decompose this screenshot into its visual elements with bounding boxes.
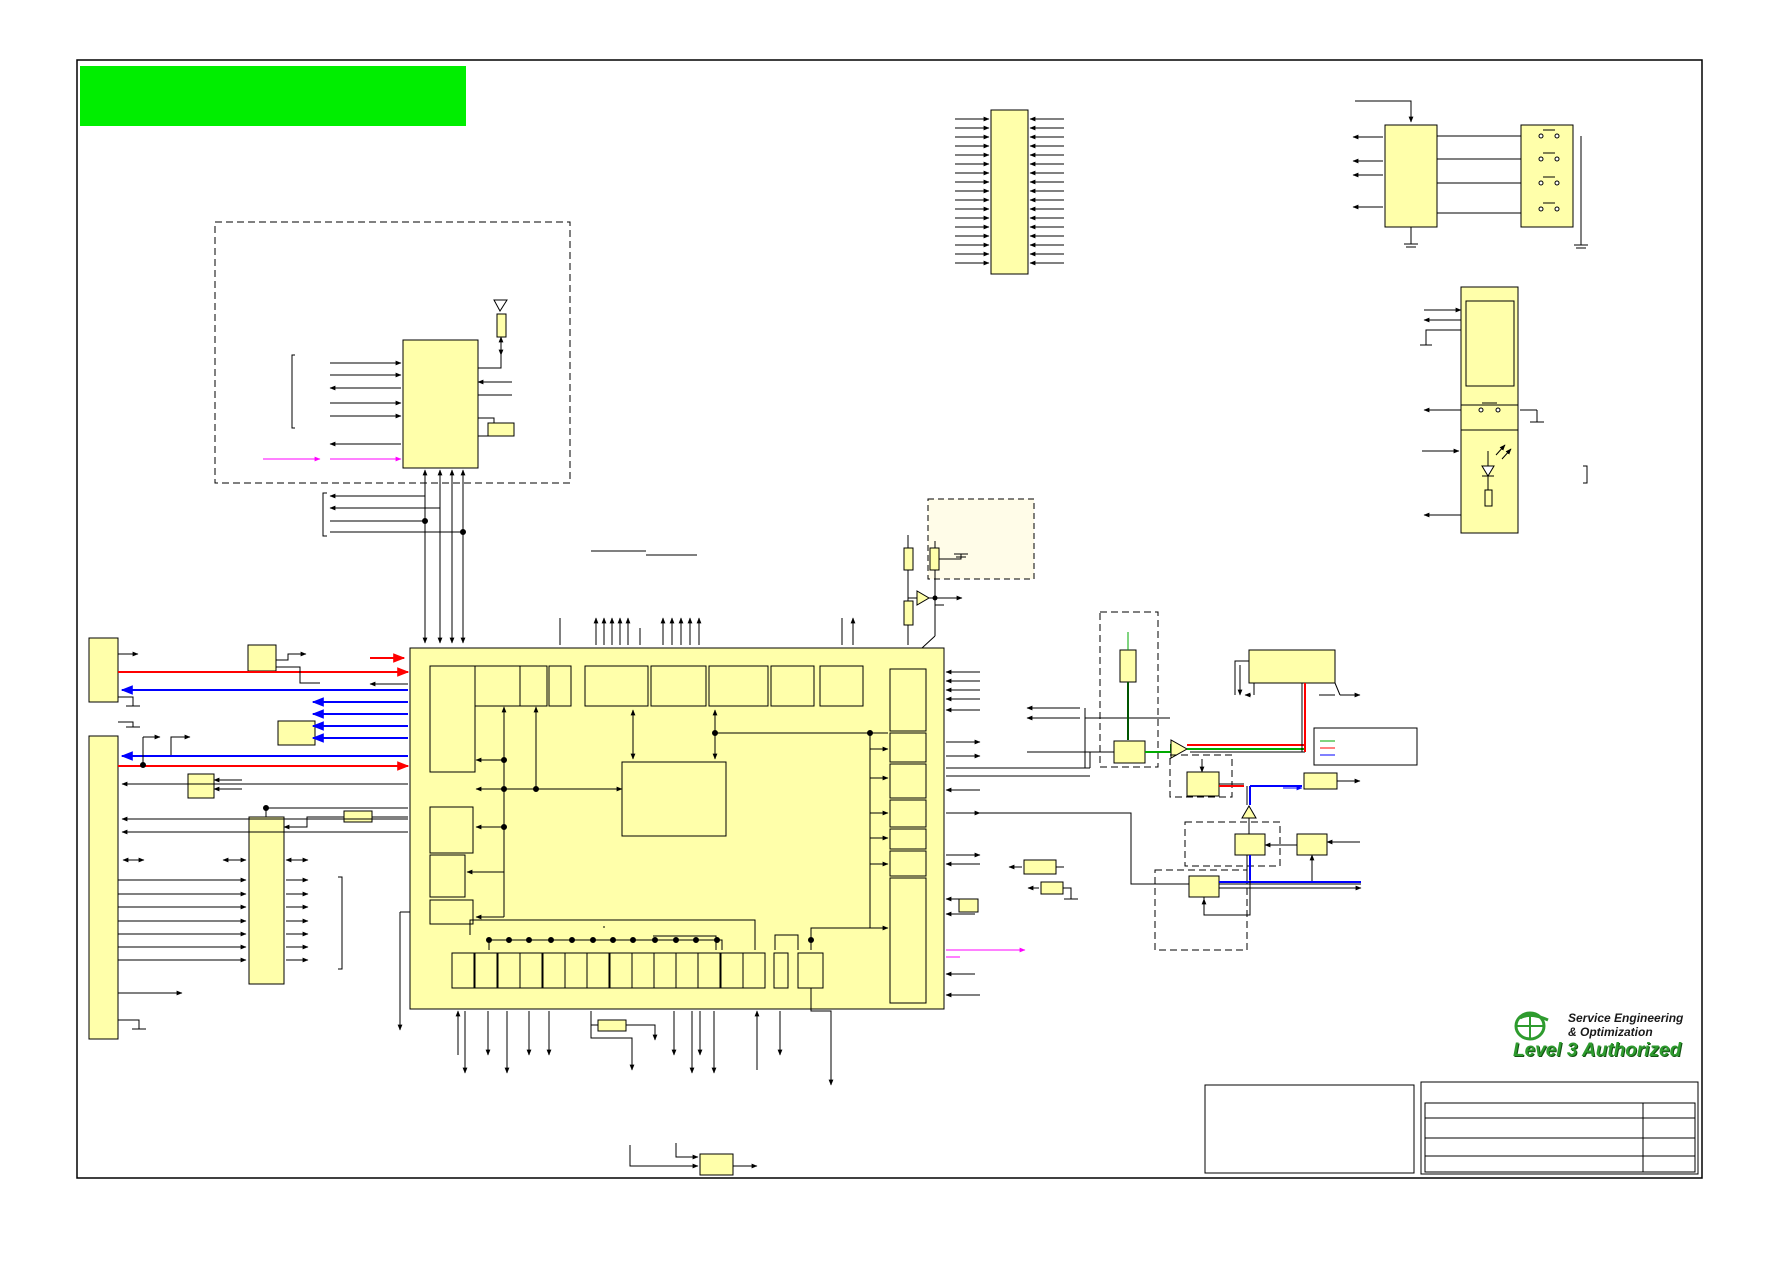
top-connector	[955, 109, 1064, 275]
title-block	[1204, 1081, 1699, 1175]
left-interface	[88, 637, 410, 1040]
reset-circuit	[903, 498, 1035, 649]
logo-text-line3: Level 3 Authorized	[1513, 1040, 1682, 1061]
lcd-led-block	[1420, 286, 1588, 534]
rf-module	[214, 221, 571, 644]
keypad-block	[1352, 100, 1588, 249]
audio-section	[946, 611, 1418, 951]
sheet-border	[76, 59, 1703, 1179]
logo-text-line1: Service Engineering	[1568, 1011, 1684, 1025]
logo-text-line2: & Optimization	[1568, 1025, 1653, 1039]
logo-globe-icon	[1514, 1011, 1549, 1041]
soc-block	[397, 550, 945, 1176]
title-banner	[80, 66, 466, 126]
